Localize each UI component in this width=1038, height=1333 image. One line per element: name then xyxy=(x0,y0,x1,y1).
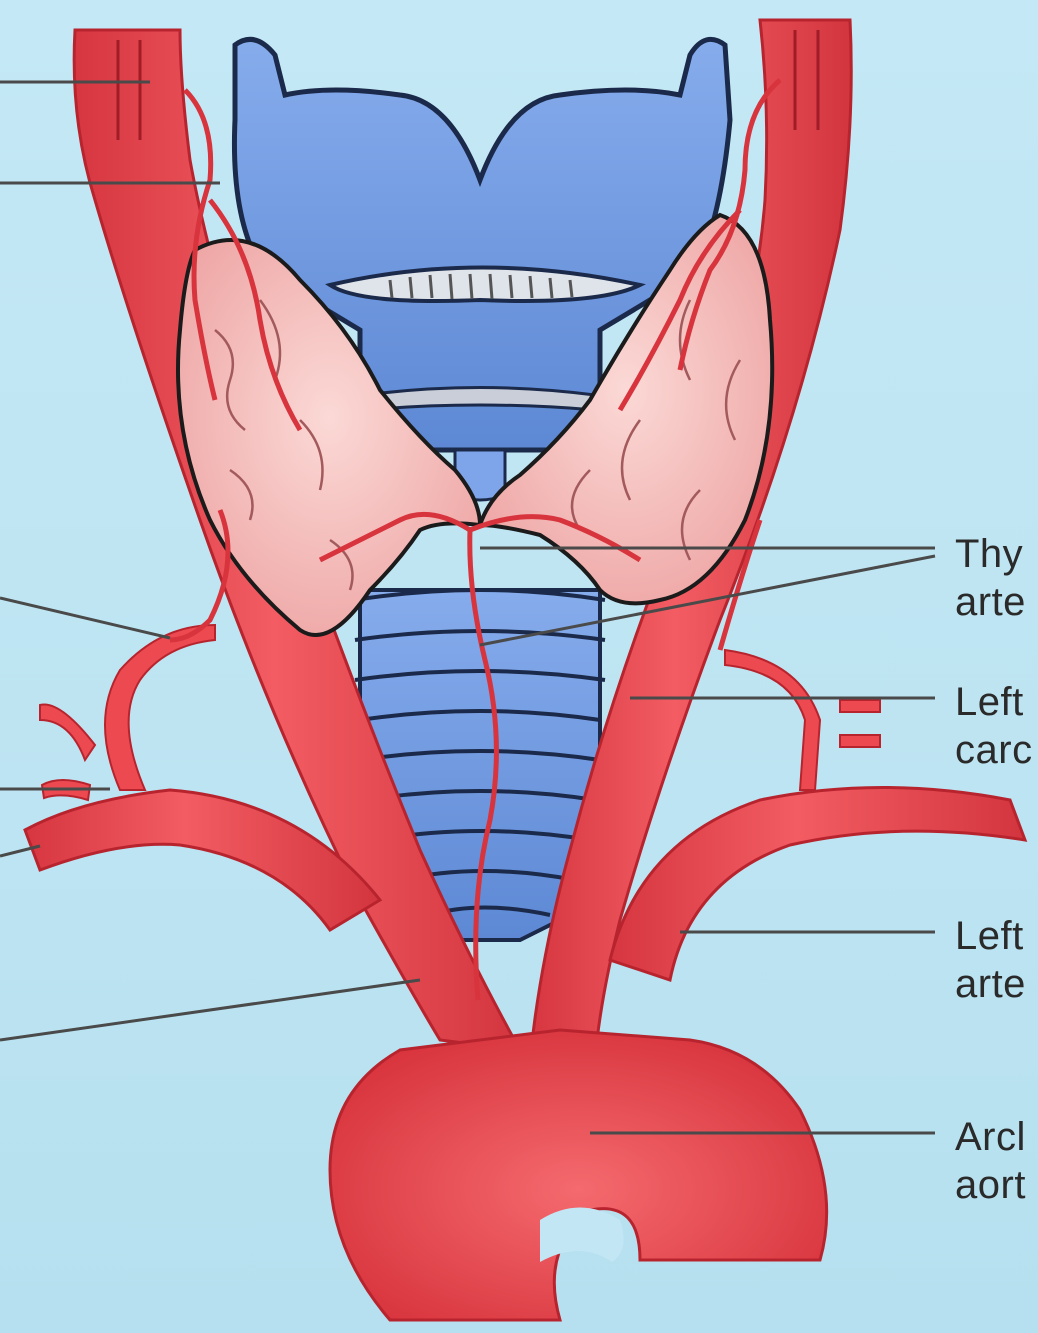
label-left-subclavian-line2: arte xyxy=(955,960,1026,1008)
label-arch-of-aorta-line2: aort xyxy=(955,1161,1026,1209)
label-arch-of-aorta-line1: Arcl xyxy=(955,1113,1026,1161)
label-left-subclavian-artery: Left arte xyxy=(955,912,1026,1008)
label-thyroid-arteries-line2: arte xyxy=(955,578,1026,626)
label-left-common-carotid: Left carc xyxy=(955,678,1033,774)
label-left-common-carotid-line2: carc xyxy=(955,726,1033,774)
label-arch-of-aorta: Arcl aort xyxy=(955,1113,1026,1209)
label-left-subclavian-line1: Left xyxy=(955,912,1026,960)
aortic-arch xyxy=(330,1030,827,1320)
label-left-common-carotid-line1: Left xyxy=(955,678,1033,726)
label-thyroid-arteries-line1: Thy xyxy=(955,530,1026,578)
label-thyroid-arteries: Thy arte xyxy=(955,530,1026,626)
